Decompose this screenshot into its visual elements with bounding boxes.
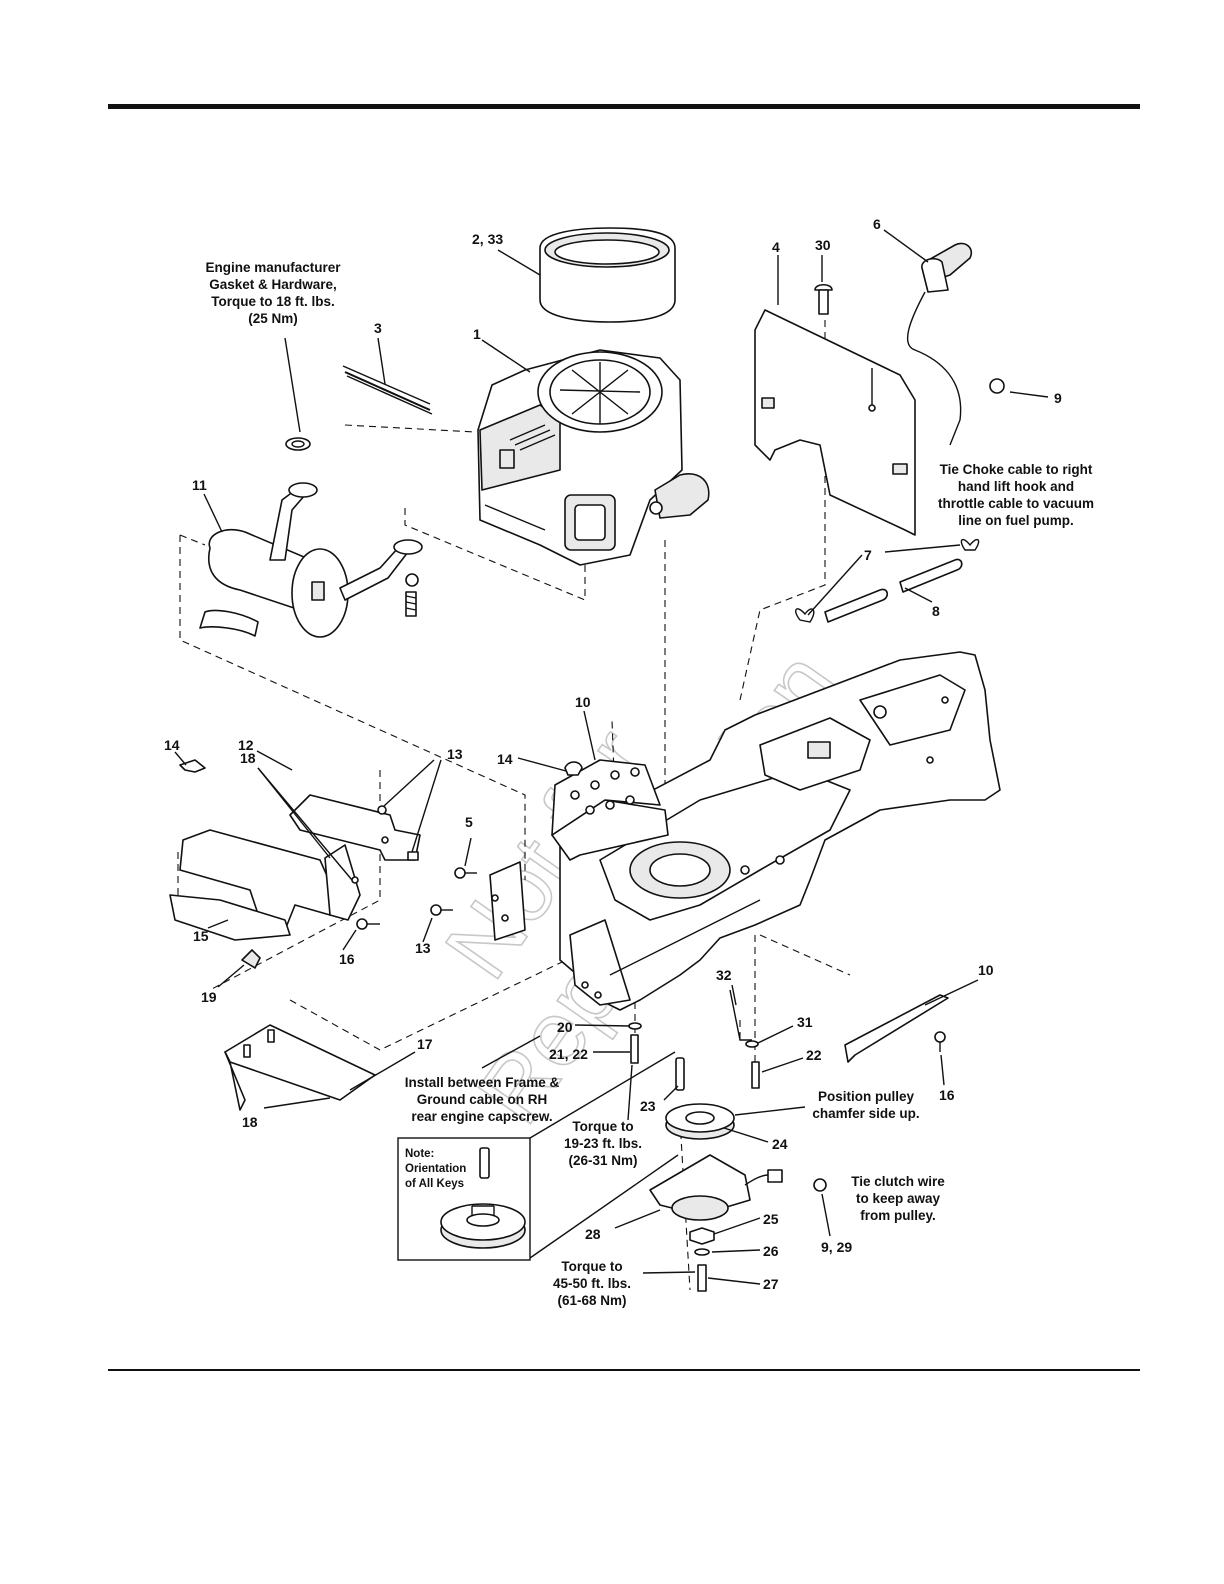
callout-10-lower: 10 <box>978 962 994 978</box>
pto-clutch-stack <box>628 989 827 1292</box>
svg-text:Engine manufacturer: Engine manufacturer <box>205 260 341 275</box>
callout-24: 24 <box>772 1136 788 1152</box>
svg-text:to keep away: to keep away <box>856 1191 941 1206</box>
tractor-frame <box>489 651 1001 1011</box>
svg-text:Position pulley: Position pulley <box>818 1089 915 1104</box>
callout-numbers: 2, 33 1 3 4 30 6 9 11 7 8 10 14 12 13 14… <box>164 216 1062 1292</box>
callout-32: 32 <box>716 967 732 983</box>
exhaust-gasket <box>285 437 311 451</box>
dash-panel <box>754 309 916 536</box>
muffler <box>199 482 423 638</box>
clip-14 <box>179 759 583 776</box>
callout-9-29: 9, 29 <box>821 1239 852 1255</box>
svg-text:from pulley.: from pulley. <box>860 1208 936 1223</box>
callout-17: 17 <box>417 1036 433 1052</box>
svg-text:hand lift hook and: hand lift hook and <box>958 479 1074 494</box>
orientation-note-line-1: Note: <box>405 1148 434 1160</box>
callout-13-lower: 13 <box>415 940 431 956</box>
callout-28: 28 <box>585 1226 601 1242</box>
svg-text:chamfer side up.: chamfer side up. <box>812 1106 919 1121</box>
callout-8: 8 <box>932 603 940 619</box>
callout-19: 19 <box>201 989 217 1005</box>
header-rule <box>108 104 1140 109</box>
callout-22: 22 <box>806 1047 822 1063</box>
svg-text:throttle cable to vacuum: throttle cable to vacuum <box>938 496 1094 511</box>
callout-15: 15 <box>193 928 209 944</box>
orientation-note-line-3: of All Keys <box>405 1178 464 1190</box>
svg-text:Ground cable on RH: Ground cable on RH <box>417 1092 548 1107</box>
heat-shield-10-upper <box>551 759 669 861</box>
footer-rule <box>108 1369 1140 1371</box>
callout-10-upper: 10 <box>575 694 591 710</box>
callout-27: 27 <box>763 1276 779 1292</box>
callout-14-right: 14 <box>497 751 513 767</box>
orientation-note-box: Note: Orientation of All Keys <box>397 1137 531 1261</box>
callout-14-left: 14 <box>164 737 180 753</box>
engine-stud <box>342 365 433 415</box>
callout-6: 6 <box>873 216 881 232</box>
callout-31: 31 <box>797 1014 813 1030</box>
callout-13-upper: 13 <box>447 746 463 762</box>
callout-11: 11 <box>192 477 207 493</box>
callout-18-lower: 18 <box>242 1114 258 1130</box>
air-cleaner-cover <box>539 227 676 323</box>
part-19 <box>241 949 261 969</box>
svg-text:Torque to: Torque to <box>572 1119 633 1134</box>
svg-text:(25 Nm): (25 Nm) <box>248 311 298 326</box>
svg-text:Torque to: Torque to <box>561 1259 622 1274</box>
note-position-pulley: Position pulley chamfer side up. <box>812 1089 919 1121</box>
callout-18-upper: 18 <box>240 750 256 766</box>
callout-21-22: 21, 22 <box>549 1046 588 1062</box>
svg-text:Tie Choke cable to right: Tie Choke cable to right <box>940 462 1093 477</box>
svg-text:45-50 ft. lbs.: 45-50 ft. lbs. <box>553 1276 631 1291</box>
note-install-between: Install between Frame & Ground cable on … <box>405 1075 560 1124</box>
svg-text:19-23 ft. lbs.: 19-23 ft. lbs. <box>564 1136 642 1151</box>
callout-4: 4 <box>772 239 780 255</box>
fuel-hose-assembly <box>795 538 980 623</box>
throttle-control <box>906 242 973 446</box>
svg-text:Tie clutch wire: Tie clutch wire <box>851 1174 945 1189</box>
callout-30: 30 <box>815 237 831 253</box>
bolt-30 <box>814 283 833 315</box>
callout-9: 9 <box>1054 390 1062 406</box>
callout-25: 25 <box>763 1211 779 1227</box>
callout-16-right: 16 <box>939 1087 955 1103</box>
svg-text:rear engine capscrew.: rear engine capscrew. <box>411 1109 552 1124</box>
callout-1: 1 <box>473 326 481 342</box>
note-torque-19-23: Torque to 19-23 ft. lbs. (26-31 Nm) <box>564 1119 642 1168</box>
callout-7: 7 <box>864 547 872 563</box>
callout-20: 20 <box>557 1019 573 1035</box>
svg-text:Gasket & Hardware,: Gasket & Hardware, <box>209 277 337 292</box>
callout-16-left: 16 <box>339 951 355 967</box>
engine <box>477 349 710 566</box>
callout-5: 5 <box>465 814 473 830</box>
side-shields <box>169 794 421 941</box>
callout-26: 26 <box>763 1243 779 1259</box>
svg-text:line on fuel pump.: line on fuel pump. <box>958 513 1074 528</box>
cable-clip-9 <box>989 378 1005 394</box>
svg-text:Install between Frame &: Install between Frame & <box>405 1075 560 1090</box>
bottom-shield-17 <box>224 1024 376 1111</box>
orientation-note-line-2: Orientation <box>405 1163 466 1175</box>
callout-3: 3 <box>374 320 382 336</box>
svg-text:(26-31 Nm): (26-31 Nm) <box>568 1153 637 1168</box>
leader-lines <box>174 229 1049 1285</box>
note-tie-choke: Tie Choke cable to right hand lift hook … <box>938 462 1094 528</box>
note-engine-gasket: Engine manufacturer Gasket & Hardware, T… <box>205 260 341 326</box>
heat-shield-10-lower <box>844 994 949 1063</box>
callout-23: 23 <box>640 1098 656 1114</box>
svg-text:(61-68 Nm): (61-68 Nm) <box>557 1293 626 1308</box>
callout-12: 12 <box>238 737 254 753</box>
hardware-screws <box>356 805 946 1052</box>
note-torque-45-50: Torque to 45-50 ft. lbs. (61-68 Nm) <box>553 1259 631 1308</box>
note-tie-clutch: Tie clutch wire to keep away from pulley… <box>851 1174 945 1223</box>
svg-text:Torque to 18 ft. lbs.: Torque to 18 ft. lbs. <box>211 294 335 309</box>
callout-2-33: 2, 33 <box>472 231 503 247</box>
